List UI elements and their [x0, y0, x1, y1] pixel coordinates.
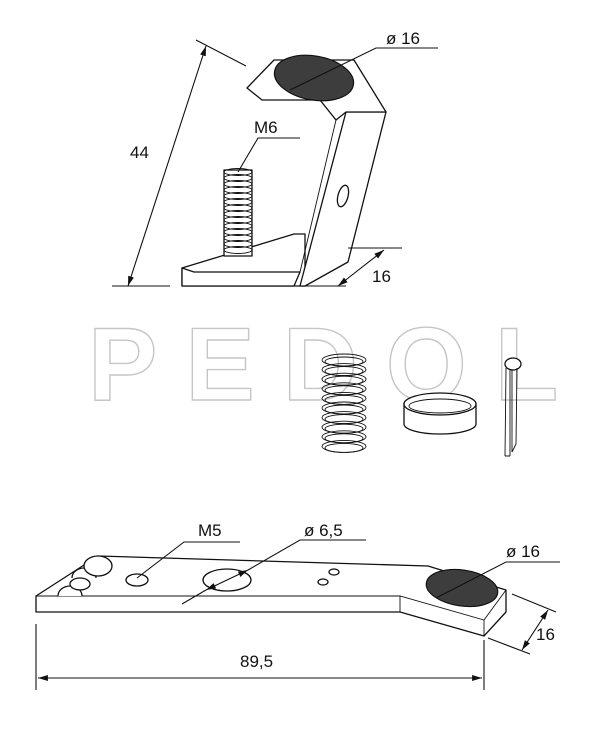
lever-large-hole-dimension: ø 6,5	[181, 521, 366, 605]
thread-ring	[223, 216, 253, 224]
height-dimension: 44	[112, 39, 247, 287]
watermark-logo: PEDOL	[88, 307, 586, 423]
cotter-pin	[504, 357, 522, 457]
spring-coil-inner	[324, 442, 364, 453]
spring-coil-inner	[324, 404, 364, 415]
lever-rubber-pad	[425, 568, 499, 608]
lever-small-hole-dim-label: M5	[198, 521, 222, 540]
thread-ring	[223, 234, 253, 242]
lever-pad-dimension: ø 16	[435, 542, 560, 599]
bracket-width-dim-label: 16	[372, 267, 391, 286]
height-dim-label: 44	[130, 143, 149, 162]
thread-ring	[223, 198, 253, 206]
bracket-width-dimension: 16	[300, 247, 402, 287]
thread-ring	[223, 246, 253, 254]
lever-large-hole-dim-label: ø 6,5	[304, 521, 343, 540]
thread-ring	[223, 240, 253, 248]
thread-dimension: M6	[237, 118, 300, 173]
lever-width-dim-label: 16	[536, 625, 555, 644]
thread-ring	[223, 222, 253, 230]
thread-ring	[223, 186, 253, 194]
bushing-ring	[403, 392, 477, 435]
spring-coil-inner	[324, 414, 364, 425]
spring-coil-inner	[324, 433, 364, 444]
thread-ring	[223, 180, 253, 188]
thread-ring	[223, 192, 253, 200]
lever-width-dimension: 16	[487, 593, 557, 655]
bracket-part	[181, 54, 387, 287]
spring-coil-inner	[324, 356, 364, 367]
thread-ring	[223, 168, 253, 176]
bracket-pad-dim-label: ø 16	[386, 29, 420, 48]
lever-pad-dim-label: ø 16	[506, 542, 540, 561]
thread-ring	[223, 204, 253, 212]
spring-coil-inner	[324, 394, 364, 405]
lever-small-hole-dimension: M5	[136, 521, 240, 579]
lever-part	[35, 555, 507, 637]
thread-ring	[223, 210, 253, 218]
spring-coil-inner	[324, 423, 364, 434]
thread-ring	[223, 228, 253, 236]
spring	[321, 353, 367, 453]
spring-coil-inner	[324, 366, 364, 377]
thread-dim-label: M6	[254, 118, 278, 137]
lever-length-dim-label: 89,5	[240, 652, 273, 671]
thread-ring	[223, 174, 253, 182]
spring-coil-inner	[324, 385, 364, 396]
bracket-pad-dimension: ø 16	[289, 29, 438, 91]
threaded-stud	[223, 168, 253, 257]
spring-coil-inner	[324, 375, 364, 386]
lever-length-dimension: 89,5	[35, 624, 485, 690]
